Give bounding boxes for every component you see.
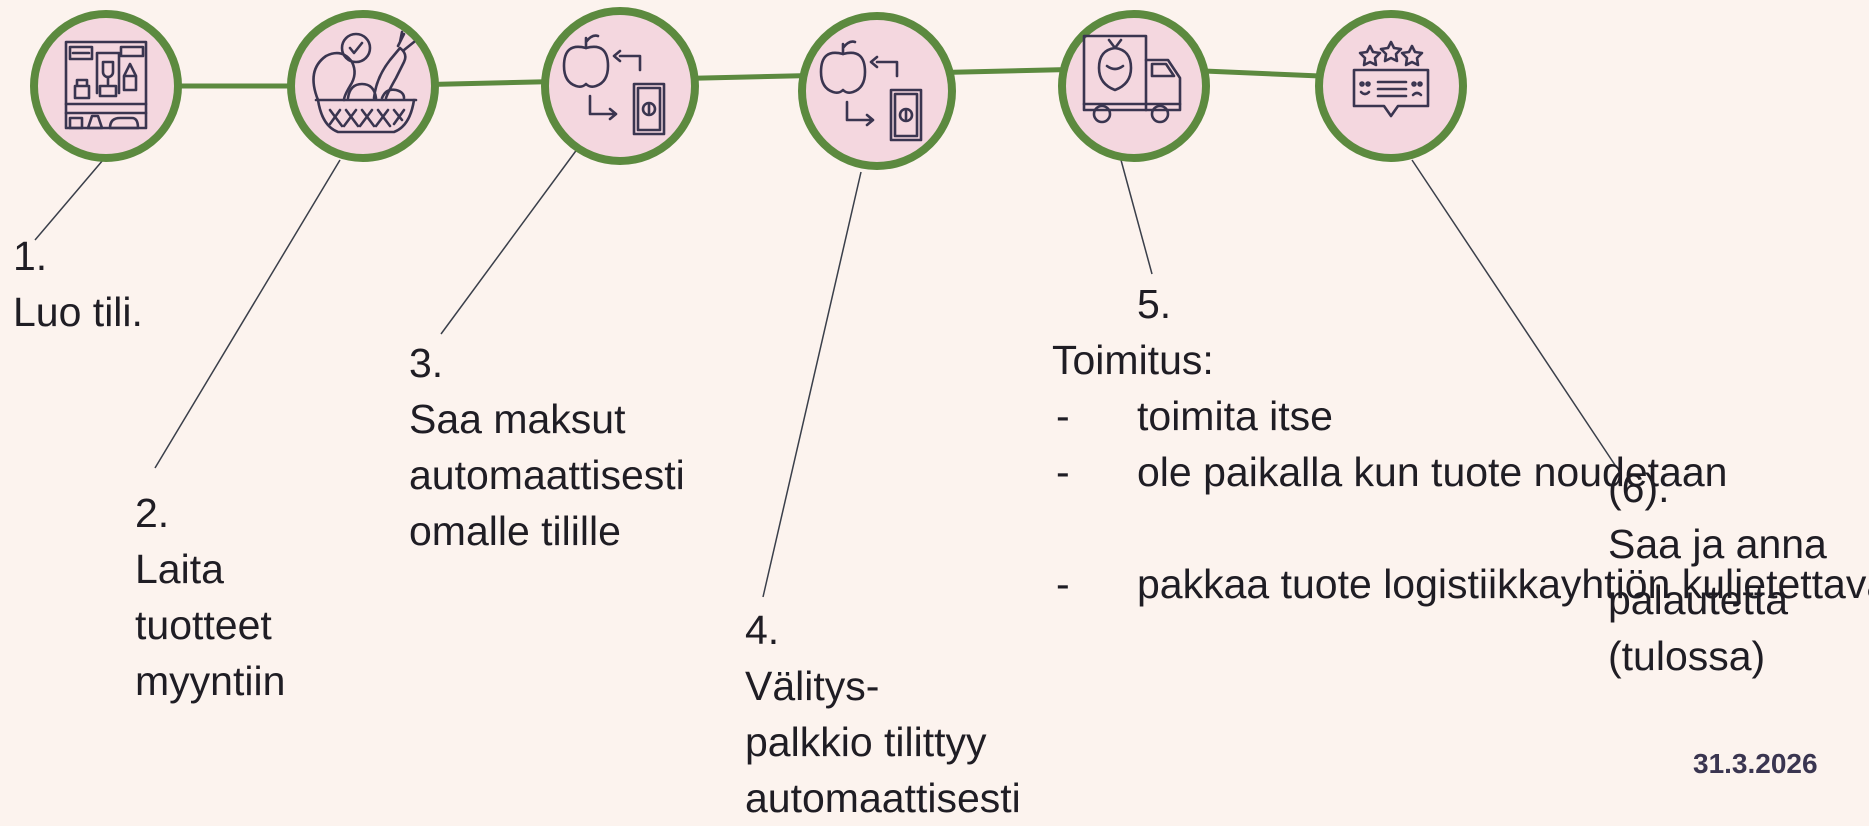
market-stall-icon — [64, 40, 148, 130]
step-1-number: 1. — [13, 233, 48, 279]
apple-money-exchange-icon — [819, 40, 923, 142]
step-2-number: 2. — [135, 490, 170, 536]
step-circle-6 — [1315, 10, 1467, 162]
step-4-line-2: palkkio tilittyy — [745, 719, 987, 765]
step-1-label: 1. Luo tili. — [13, 228, 143, 340]
bullet-line: tuote noudetaan — [1431, 449, 1728, 495]
step-6-line-3: (tulossa) — [1608, 633, 1766, 679]
step-3-line-3: omalle tilille — [409, 508, 621, 554]
leader-line-5 — [1120, 159, 1153, 275]
step-3-number: 3. — [409, 340, 444, 386]
apple-money-exchange-icon — [562, 34, 666, 136]
step-circle-4 — [798, 12, 956, 170]
bullet-dash: - — [1056, 393, 1070, 439]
step-4-label: 4. Välitys- palkkio tilittyy automaattis… — [745, 602, 1021, 826]
step-2-line-3: myyntiin — [135, 658, 286, 704]
step-1-line-1: Luo tili. — [13, 289, 143, 335]
rating-feedback-icon — [1352, 40, 1430, 118]
step-6-line-2: palautetta — [1608, 577, 1789, 623]
bullet-line: toimita itse — [1137, 393, 1333, 439]
produce-basket-icon — [312, 30, 418, 134]
step-3-line-1: Saa maksut — [409, 396, 626, 442]
step-6-line-1: Saa ja anna — [1608, 521, 1827, 567]
bullet-text: pakkaa tuote logistiikkayhtiön kuljetett… — [1137, 556, 1869, 612]
bullet-dash: - — [1056, 449, 1070, 495]
bullet-text: ole paikalla kun tuote noudetaan — [1137, 444, 1727, 500]
bullet-line: kuljetettavaksi — [1681, 561, 1869, 607]
step-3-line-2: automaattisesti — [409, 452, 685, 498]
step-6-label: (6). Saa ja anna palautetta (tulossa) — [1608, 460, 1827, 684]
step-6-number: (6). — [1608, 465, 1670, 511]
step-3-label: 3. Saa maksut automaattisesti omalle til… — [409, 335, 685, 559]
bullet-dash: - — [1056, 561, 1070, 607]
step-2-line-2: tuotteet — [135, 602, 272, 648]
delivery-truck-icon — [1082, 34, 1182, 124]
step-5-number: 5. — [1137, 281, 1172, 327]
step-circle-3 — [541, 7, 699, 165]
leader-line-6 — [1411, 159, 1618, 469]
footer-date: 31.3.2026 — [1693, 748, 1818, 779]
bullet-line: logistiikkayhtiön — [1383, 561, 1671, 607]
step-4-number: 4. — [745, 607, 780, 653]
step-4-line-1: Välitys- — [745, 663, 880, 709]
step-2-line-1: Laita — [135, 546, 224, 592]
bullet-line: ole paikalla kun — [1137, 449, 1420, 495]
step-5-label: 5. Toimitus: — [1052, 276, 1214, 388]
step-5-heading: Toimitus: — [1052, 337, 1214, 383]
bullet-line: pakkaa tuote — [1137, 561, 1372, 607]
step-2-label: 2. Laita tuotteet myyntiin — [135, 485, 285, 709]
leader-line-4 — [762, 171, 862, 598]
leader-line-3 — [440, 147, 579, 335]
bullet-text: toimita itse — [1137, 388, 1333, 444]
leader-line-2 — [154, 159, 341, 469]
leader-line-1 — [34, 159, 104, 241]
step-4-line-3: automaattisesti — [745, 775, 1021, 821]
